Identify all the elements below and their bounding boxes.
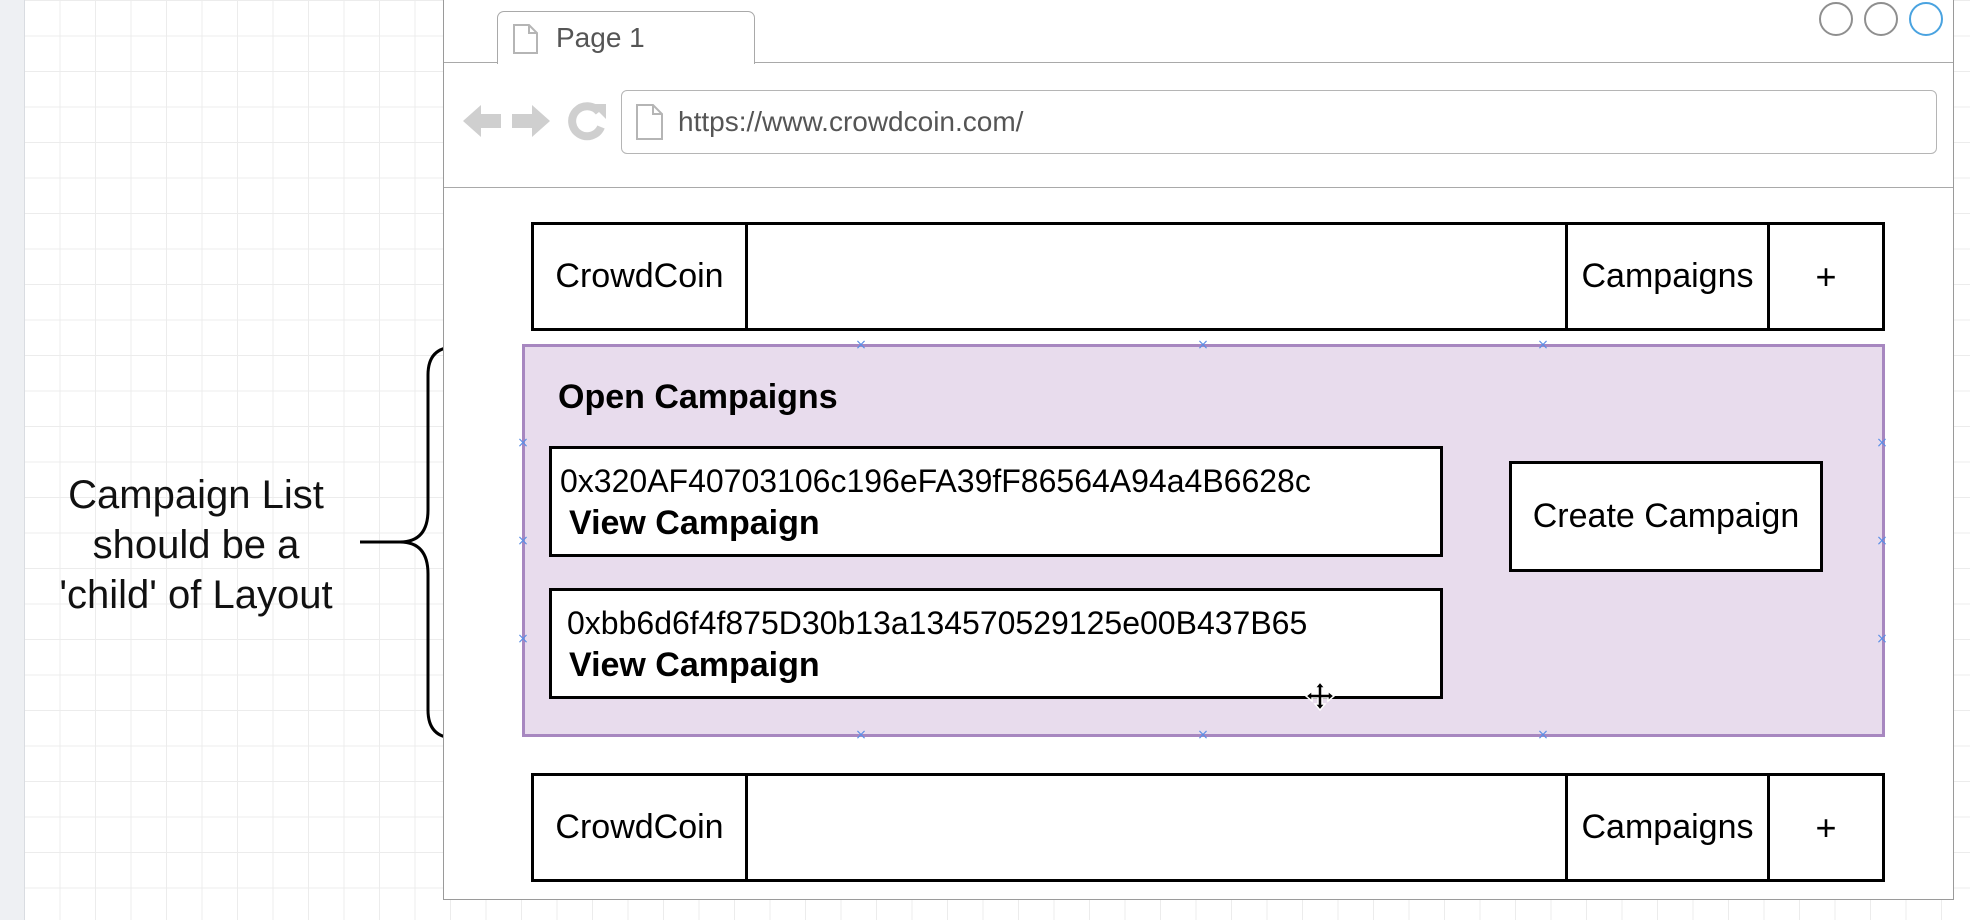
window-circle-icon[interactable] bbox=[1864, 2, 1898, 36]
selection-handle-icon[interactable]: × bbox=[517, 631, 529, 647]
selection-handle-icon[interactable]: × bbox=[517, 533, 529, 549]
campaign-list-area[interactable]: Open Campaigns 0x320AF40703106c196eFA39f… bbox=[517, 338, 1888, 742]
annotation-text: Campaign List should be a 'child' of Lay… bbox=[36, 470, 356, 620]
annotation-line-2: should be a bbox=[92, 523, 300, 567]
window-circle-icon[interactable] bbox=[1909, 2, 1943, 36]
footer-nav: CrowdCoin Campaigns + bbox=[531, 773, 1885, 882]
selection-handle-icon[interactable]: × bbox=[1537, 727, 1549, 743]
refresh-icon[interactable] bbox=[566, 101, 608, 141]
selection-handle-icon[interactable]: × bbox=[1197, 337, 1209, 353]
forward-arrow-icon[interactable] bbox=[510, 101, 552, 141]
page-icon bbox=[636, 104, 663, 140]
selection-handle-icon[interactable]: × bbox=[1876, 435, 1888, 451]
campaign-card: 0x320AF40703106c196eFA39fF86564A94a4B662… bbox=[549, 446, 1443, 557]
header-nav: CrowdCoin Campaigns + bbox=[531, 222, 1885, 331]
campaign-address: 0x320AF40703106c196eFA39fF86564A94a4B662… bbox=[560, 463, 1311, 499]
editor-left-strip bbox=[0, 0, 25, 920]
selection-handle-icon[interactable]: × bbox=[855, 337, 867, 353]
footer-brand[interactable]: CrowdCoin bbox=[534, 776, 748, 879]
view-campaign-link[interactable]: View Campaign bbox=[569, 646, 820, 684]
view-campaign-link[interactable]: View Campaign bbox=[569, 504, 820, 542]
back-arrow-icon[interactable] bbox=[461, 101, 503, 141]
header-brand[interactable]: CrowdCoin bbox=[534, 225, 748, 328]
selection-handle-icon[interactable]: × bbox=[1876, 533, 1888, 549]
open-campaigns-heading: Open Campaigns bbox=[558, 378, 838, 416]
selection-handle-icon[interactable]: × bbox=[517, 435, 529, 451]
campaign-card: 0xbb6d6f4f875D30b13a134570529125e00B437B… bbox=[549, 588, 1443, 699]
tab-label: Page 1 bbox=[556, 22, 645, 53]
url-text: https://www.crowdcoin.com/ bbox=[678, 106, 1024, 137]
annotation-line-1: Campaign List bbox=[68, 473, 324, 517]
page-icon bbox=[513, 24, 538, 54]
header-plus-button[interactable]: + bbox=[1815, 255, 1837, 297]
header-campaigns-link[interactable]: Campaigns bbox=[1565, 225, 1770, 328]
browser-tab-bar: Page 1 bbox=[444, 0, 1953, 64]
selection-handle-icon[interactable]: × bbox=[1537, 337, 1549, 353]
move-cursor-icon bbox=[1305, 681, 1335, 711]
browser-window: Page 1 https://www.crowdcoin.com/ CrowdC… bbox=[443, 0, 1954, 900]
selection-handle-icon[interactable]: × bbox=[1876, 631, 1888, 647]
window-circle-icon[interactable] bbox=[1819, 2, 1853, 36]
url-input[interactable]: https://www.crowdcoin.com/ bbox=[621, 90, 1937, 154]
footer-campaigns-link[interactable]: Campaigns bbox=[1565, 776, 1770, 879]
browser-tab[interactable]: Page 1 bbox=[497, 11, 755, 64]
create-campaign-button[interactable]: Create Campaign bbox=[1509, 461, 1823, 572]
selection-handle-icon[interactable]: × bbox=[1197, 727, 1209, 743]
campaign-address: 0xbb6d6f4f875D30b13a134570529125e00B437B… bbox=[567, 605, 1308, 641]
footer-plus-button[interactable]: + bbox=[1815, 806, 1837, 848]
selection-handle-icon[interactable]: × bbox=[855, 727, 867, 743]
annotation-line-3: 'child' of Layout bbox=[59, 573, 333, 617]
address-bar: https://www.crowdcoin.com/ bbox=[444, 63, 1953, 188]
